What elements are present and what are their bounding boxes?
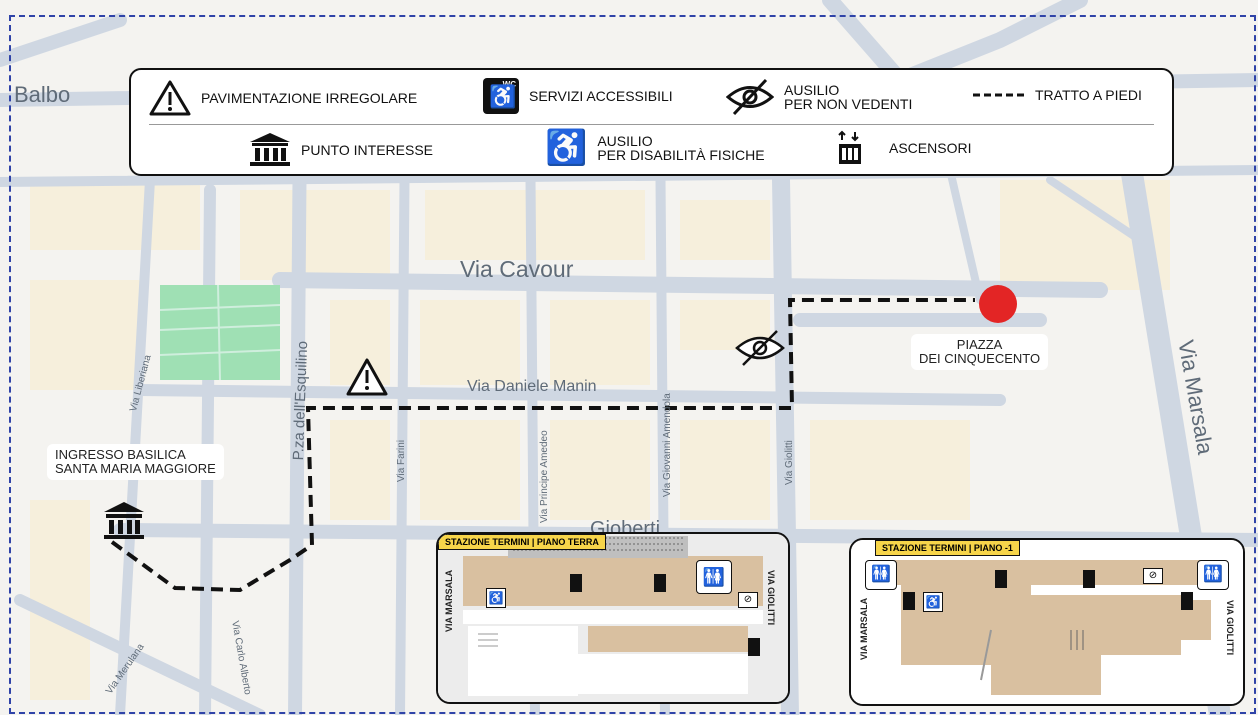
destination-label-line2: DEI CINQUECENTO: [919, 351, 1041, 366]
museum-icon: [104, 502, 144, 539]
street-label-balbo: Balbo: [14, 82, 71, 107]
legend-point-of-interest: PUNTO INTERESSE: [249, 132, 433, 168]
legend-visually-impaired: AUSILIO PER NON VEDENTI: [726, 78, 912, 116]
legend-physical-disability-line2: PER DISABILITÀ FISICHE: [597, 147, 765, 163]
street-label-farini: Via Farini: [396, 439, 407, 482]
elevator-icon: [903, 592, 915, 610]
legend-physical-disability-line1: AUSILIO: [597, 133, 653, 149]
wheelchair-icon: ♿: [545, 129, 588, 167]
elevator-icon: [838, 130, 861, 164]
floor-plan-minus1[interactable]: STAZIONE TERMINI | PIANO -1 VIA MARSALA …: [849, 538, 1245, 706]
destination-label-line1: PIAZZA: [956, 337, 1003, 352]
park: [159, 284, 281, 381]
legend-elevators: ASCENSORI: [837, 130, 971, 166]
legend-elevators-label: ASCENSORI: [889, 140, 972, 156]
legend-visually-impaired-line2: PER NON VEDENTI: [784, 96, 913, 112]
eye-slash-icon: ⊘: [738, 592, 758, 608]
street-label-giovanni-amendola: Via Giovanni Amendola: [662, 393, 673, 497]
legend-divider: [149, 124, 1154, 125]
floor-plan-ground-drawing: [438, 534, 788, 702]
wheelchair-icon: ♿: [486, 588, 506, 608]
legend-accessible-services-label: SERVIZI ACCESSIBILI: [529, 88, 673, 104]
floor-plan-minus1-drawing: [851, 540, 1243, 704]
floor-plan-minus1-left-side: VIA MARSALA: [859, 597, 869, 660]
elevator-icon: [1083, 570, 1095, 588]
floor-plan-minus1-title: STAZIONE TERMINI | PIANO -1: [875, 540, 1020, 556]
accessible-wc-icon: 🚻: [865, 560, 897, 590]
legend-physical-disability: ♿ AUSILIO PER DISABILITÀ FISICHE: [545, 130, 765, 166]
destination-label: PIAZZA DEI CINQUECENTO: [911, 334, 1049, 370]
eye-slash-icon: ⊘: [1143, 568, 1163, 584]
elevator-icon: [1181, 592, 1193, 610]
eye-slash-icon: [735, 330, 785, 366]
start-label-line1: INGRESSO BASILICA: [55, 447, 186, 462]
start-label: INGRESSO BASILICA SANTA MARIA MAGGIORE: [47, 444, 224, 480]
floor-plan-minus1-right-side: VIA GIOLITTI: [1225, 600, 1235, 656]
legend-walking-route: TRATTO A PIEDI: [973, 88, 1142, 102]
walking-route: [110, 298, 975, 593]
legend-point-of-interest-label: PUNTO INTERESSE: [301, 142, 433, 158]
floor-plan-ground-left-side: VIA MARSALA: [444, 569, 454, 632]
accessible-wc-icon: 🚻: [696, 560, 732, 594]
warning-icon: [149, 80, 191, 116]
elevator-icon: [570, 574, 582, 592]
elevator-icon: [748, 638, 760, 656]
legend-visually-impaired-line1: AUSILIO: [784, 82, 840, 98]
street-label-principe-amedeo: Via Principe Amedeo: [539, 430, 550, 523]
legend-irregular-pavement-label: PAVIMENTAZIONE IRREGOLARE: [201, 90, 418, 106]
dashed-line-icon: [973, 93, 1025, 97]
legend-irregular-pavement: PAVIMENTAZIONE IRREGOLARE: [149, 80, 417, 116]
start-label-line2: SANTA MARIA MAGGIORE: [55, 461, 216, 476]
eye-slash-icon: [726, 78, 774, 116]
wheelchair-icon: ♿: [923, 592, 943, 612]
museum-icon: [250, 133, 290, 166]
legend-walking-route-label: TRATTO A PIEDI: [1035, 87, 1142, 103]
elevator-icon: [995, 570, 1007, 588]
wc-badge: WC: [502, 80, 516, 89]
floor-plan-ground-title: STAZIONE TERMINI | PIANO TERRA: [438, 534, 606, 550]
accessible-wc-icon: WC ♿: [483, 78, 519, 114]
floor-plan-ground-right-side: VIA GIOLITTI: [766, 570, 776, 626]
floor-plan-ground[interactable]: STAZIONE TERMINI | PIANO TERRA VIA MARSA…: [436, 532, 790, 704]
warning-icon: [346, 358, 388, 396]
street-label-cavour: Via Cavour: [460, 256, 574, 282]
destination-marker[interactable]: [979, 285, 1017, 323]
elevator-icon: [654, 574, 666, 592]
legend-accessible-services: WC ♿ SERVIZI ACCESSIBILI: [483, 78, 673, 114]
street-label-manin: Via Daniele Manin: [467, 378, 597, 395]
street-label-giolitti: Via Giolitti: [784, 440, 795, 485]
accessible-wc-icon: 🚻: [1197, 560, 1229, 590]
legend: PAVIMENTAZIONE IRREGOLARE WC ♿ SERVIZI A…: [129, 68, 1174, 176]
